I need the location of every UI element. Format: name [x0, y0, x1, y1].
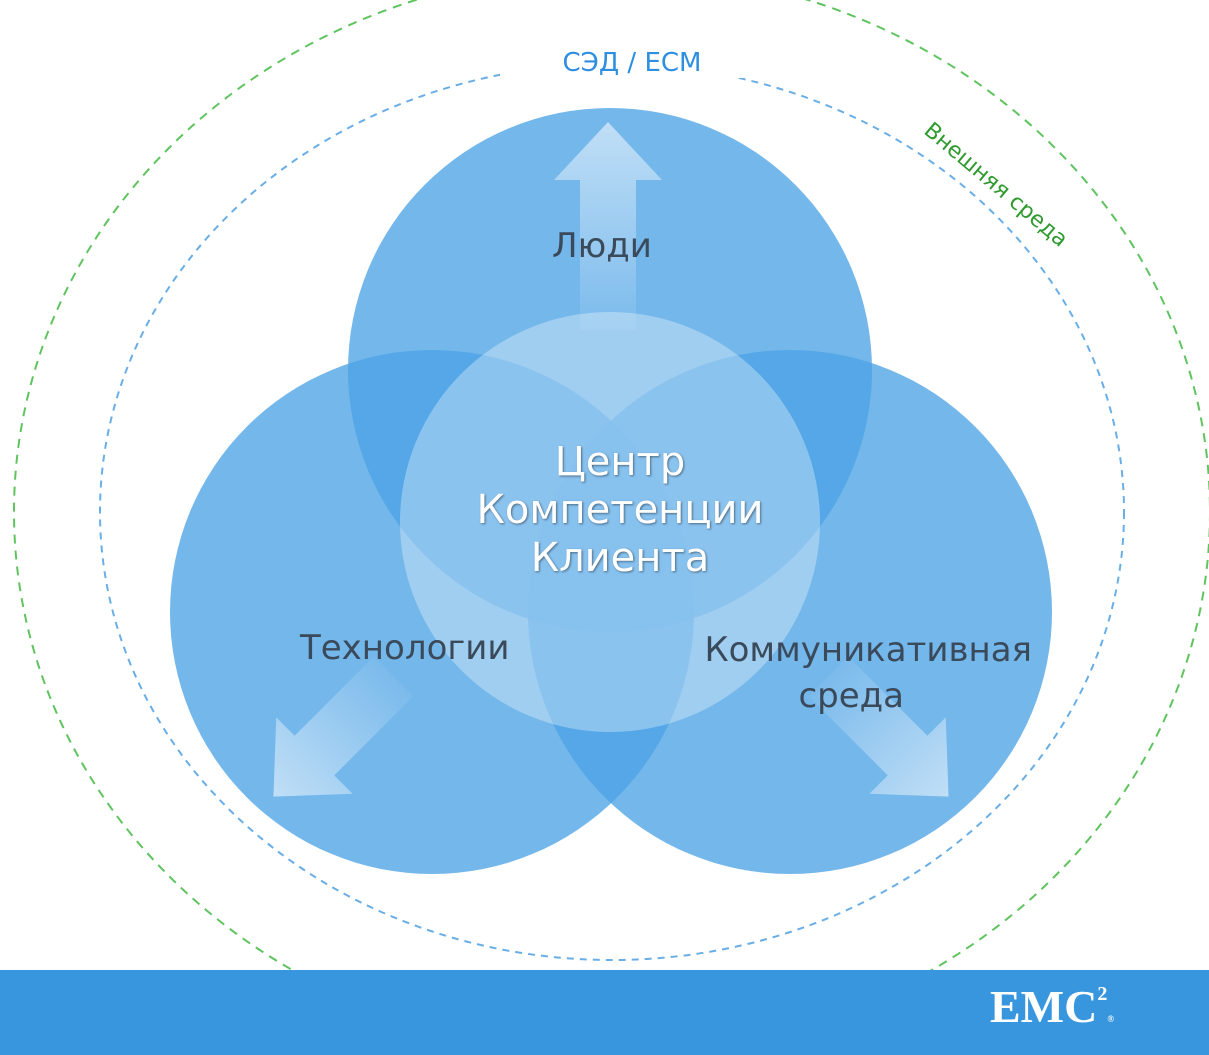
arrow-down-left-icon [273, 656, 414, 797]
center-circle [400, 312, 820, 732]
logo-text: EMC [990, 981, 1098, 1032]
arrow-down-right-icon [808, 656, 949, 797]
people-label: Люди [552, 226, 652, 266]
center-label-line-1: Центр [554, 439, 686, 485]
logo-registered-mark: ® [1107, 1014, 1115, 1024]
communication-label: Коммуникативная среда [652, 628, 1032, 720]
ecm-ring-label: СЭД / ECM [500, 48, 764, 78]
center-label: Центр Компетенции Клиента [420, 438, 820, 582]
emc-logo: EMC2 ® [990, 980, 1114, 1033]
footer-bar [0, 970, 1209, 1055]
arrow-up-icon [554, 122, 662, 330]
logo-superscript: 2 [1097, 983, 1108, 1005]
communication-label-line-1: Коммуникативная [704, 630, 1032, 670]
technology-label: Технологии [300, 628, 510, 668]
center-label-line-3: Клиента [530, 535, 710, 581]
center-label-line-2: Компетенции [476, 487, 764, 533]
communication-label-line-2: среда [798, 675, 904, 716]
